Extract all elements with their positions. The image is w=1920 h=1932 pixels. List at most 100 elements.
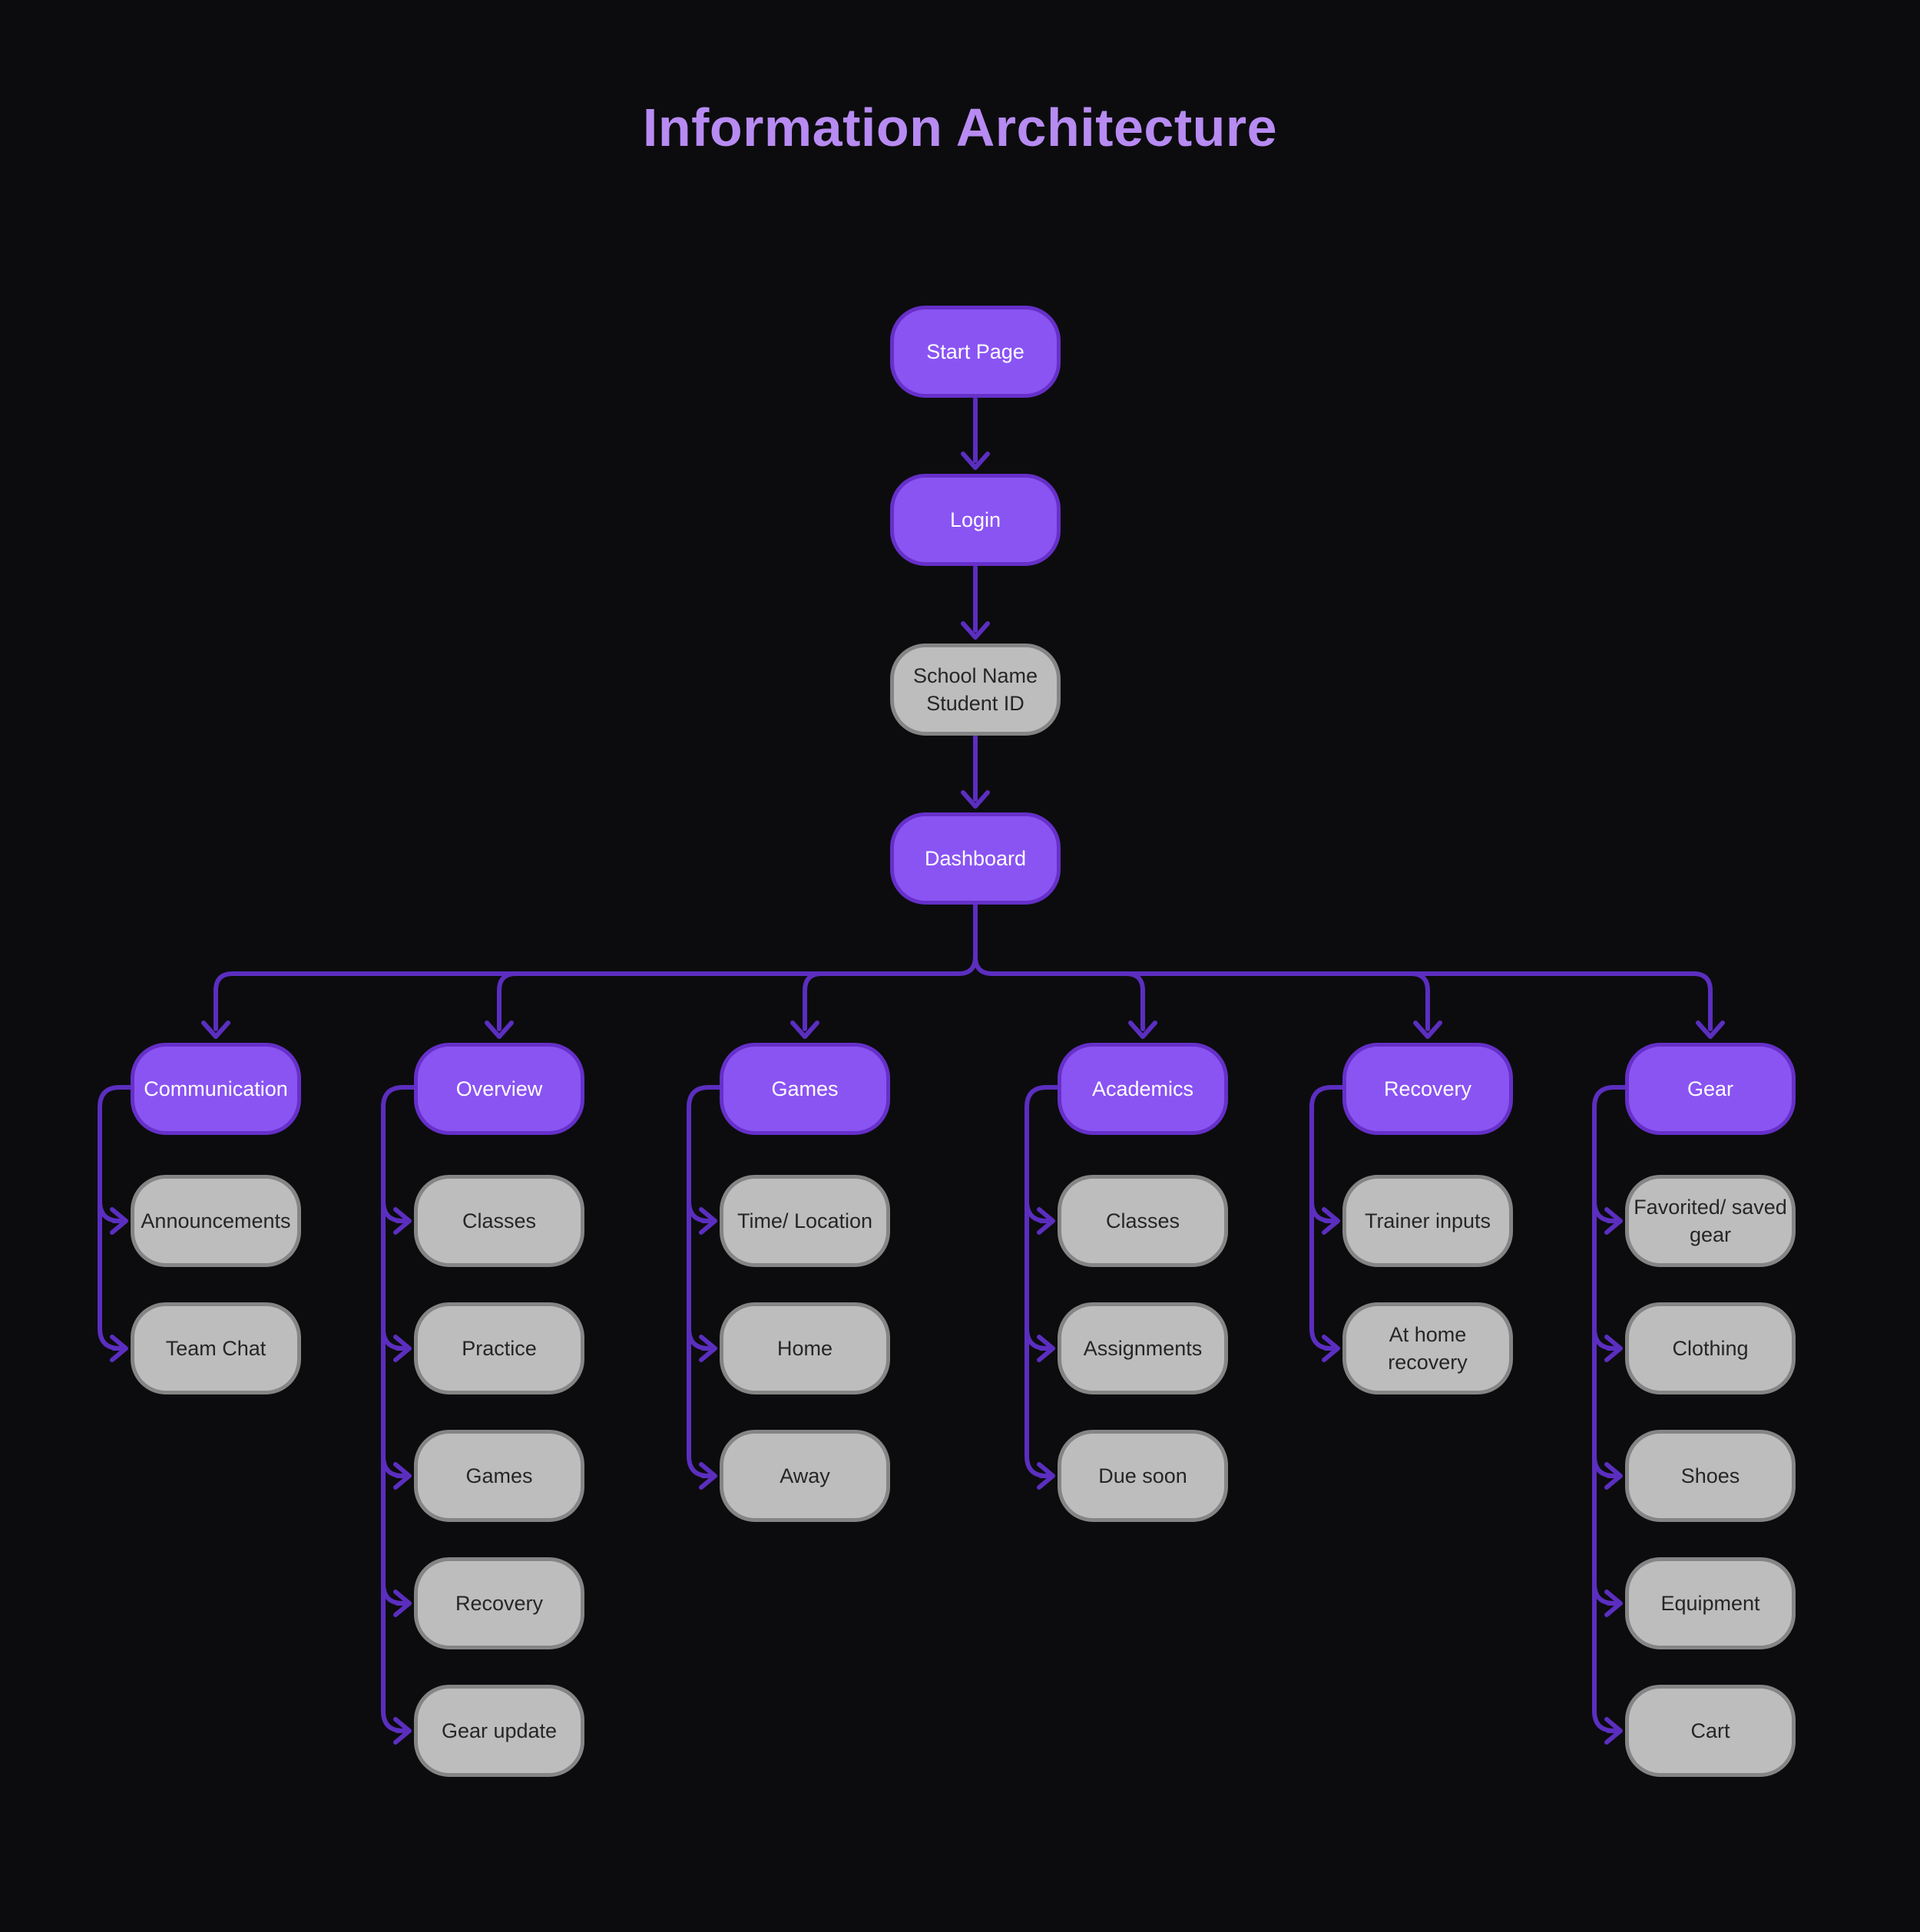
bus-drop-3 (1124, 971, 1145, 1031)
node-assignments: Assignments (1058, 1302, 1228, 1394)
rail-head-col-2-1 (699, 1335, 717, 1362)
node-overview: Overview (414, 1043, 584, 1135)
node-label: Home (776, 1336, 833, 1360)
rail-col-5 (1592, 1085, 1627, 1733)
bus-drop-4 (1409, 971, 1430, 1031)
rail-head-col-1-2 (393, 1462, 412, 1490)
node-clothing: Clothing (1625, 1302, 1796, 1394)
node-label: Practice (462, 1336, 537, 1360)
node-label: Academics (1091, 1077, 1194, 1100)
rail-col-3 (1025, 1085, 1060, 1478)
node-login: Login (890, 474, 1061, 566)
rail-branch-col-3-1 (1025, 1326, 1049, 1351)
node-shoes: Shoes (1625, 1430, 1796, 1522)
rail-branch-col-2-1 (687, 1326, 711, 1351)
rail-head-col-3-0 (1037, 1207, 1055, 1235)
node-cart: Cart (1625, 1685, 1796, 1777)
rail-head-col-1-3 (393, 1590, 412, 1617)
rail-branch-col-5-2 (1592, 1454, 1617, 1478)
node-recovery: Recovery (1342, 1043, 1513, 1135)
rail-head-col-1-1 (393, 1335, 412, 1362)
node-games: Games (720, 1043, 890, 1135)
rail-branch-col-1-1 (381, 1326, 406, 1351)
rail-head-col-5-3 (1604, 1590, 1623, 1617)
rail-branch-col-1-0 (381, 1199, 406, 1223)
node-label: Overview (455, 1077, 543, 1100)
bus-head-4 (1413, 1021, 1442, 1039)
node-equipment: Equipment (1625, 1557, 1796, 1649)
rail-col-0 (98, 1085, 133, 1351)
bus-head-1 (485, 1021, 514, 1039)
rail-branch-col-2-0 (687, 1199, 711, 1223)
rail-branch-col-5-0 (1592, 1199, 1617, 1223)
node-label: Recovery (1383, 1077, 1472, 1100)
rail-branch-col-0-0 (98, 1199, 122, 1223)
node-school-student-id: School Name Student ID (890, 643, 1061, 736)
bus-head-3 (1128, 1021, 1157, 1039)
node-overview-games: Games (414, 1430, 584, 1522)
rail-branch-col-5-1 (1592, 1326, 1617, 1351)
node-label: Equipment (1660, 1591, 1760, 1615)
node-label: Team Chat (165, 1336, 266, 1360)
node-communication: Communication (131, 1043, 301, 1135)
chain-arrow-head-1 (961, 621, 990, 640)
node-label: Classes (462, 1209, 537, 1232)
bus-head-0 (201, 1021, 230, 1039)
node-label: Clothing (1672, 1336, 1749, 1360)
rail-branch-col-1-2 (381, 1454, 406, 1478)
rail-head-col-0-1 (110, 1335, 128, 1362)
node-start-page: Start Page (890, 306, 1061, 398)
rail-head-col-1-4 (393, 1717, 412, 1745)
node-gear: Gear (1625, 1043, 1796, 1135)
rail-branch-col-5-3 (1592, 1581, 1617, 1606)
rail-head-col-1-0 (393, 1207, 412, 1235)
node-label: Games (771, 1077, 839, 1100)
bus-drop-1 (497, 971, 518, 1031)
node-label: At home recovery (1388, 1322, 1468, 1374)
node-at-home-recovery: At home recovery (1342, 1302, 1513, 1394)
node-label: Classes (1105, 1209, 1180, 1232)
rail-branch-col-4-0 (1309, 1199, 1334, 1223)
node-label: Assignments (1083, 1336, 1203, 1360)
node-team-chat: Team Chat (131, 1302, 301, 1394)
node-label: Trainer inputs (1364, 1209, 1491, 1232)
node-label: Gear update (441, 1719, 558, 1742)
node-label-line1: Favorited/ saved (1634, 1195, 1787, 1219)
chain-arrow-head-2 (961, 790, 990, 809)
node-due-soon: Due soon (1058, 1430, 1228, 1522)
diagram-title: Information Architecture (642, 98, 1278, 157)
node-label: Start Page (926, 339, 1025, 363)
node-label: Time/ Location (737, 1209, 873, 1232)
node-announcements: Announcements (131, 1175, 301, 1267)
rail-branch-col-1-3 (381, 1581, 406, 1606)
node-label: Due soon (1098, 1464, 1187, 1487)
node-label: Announcements (141, 1209, 291, 1232)
rail-head-col-4-1 (1322, 1335, 1340, 1362)
node-academics-classes: Classes (1058, 1175, 1228, 1267)
bus-left-arm (214, 954, 978, 1031)
node-overview-recovery: Recovery (414, 1557, 584, 1649)
rail-head-col-5-1 (1604, 1335, 1623, 1362)
bus-head-2 (790, 1021, 819, 1039)
rail-head-col-3-2 (1037, 1462, 1055, 1490)
rail-head-col-5-0 (1604, 1207, 1623, 1235)
bus-right-arm (973, 954, 1713, 1031)
rail-head-col-2-2 (699, 1462, 717, 1490)
node-academics: Academics (1058, 1043, 1228, 1135)
node-favorited-saved-gear: Favorited/ saved gear (1625, 1175, 1796, 1267)
rail-head-col-2-0 (699, 1207, 717, 1235)
rail-head-col-4-0 (1322, 1207, 1340, 1235)
rail-head-col-0-0 (110, 1207, 128, 1235)
node-dashboard: Dashboard (890, 812, 1061, 905)
node-label-line1: School Name (912, 663, 1038, 687)
rail-head-col-5-2 (1604, 1462, 1623, 1490)
chain-arrow-head-0 (961, 452, 990, 470)
node-label: Communication (144, 1077, 288, 1100)
node-trainer-inputs: Trainer inputs (1342, 1175, 1513, 1267)
node-label-line2: Student ID (926, 692, 1025, 715)
node-label: Shoes (1680, 1464, 1740, 1487)
node-label: Login (949, 508, 1001, 531)
node-label: Recovery (455, 1591, 544, 1615)
node-label: Cart (1690, 1719, 1730, 1742)
